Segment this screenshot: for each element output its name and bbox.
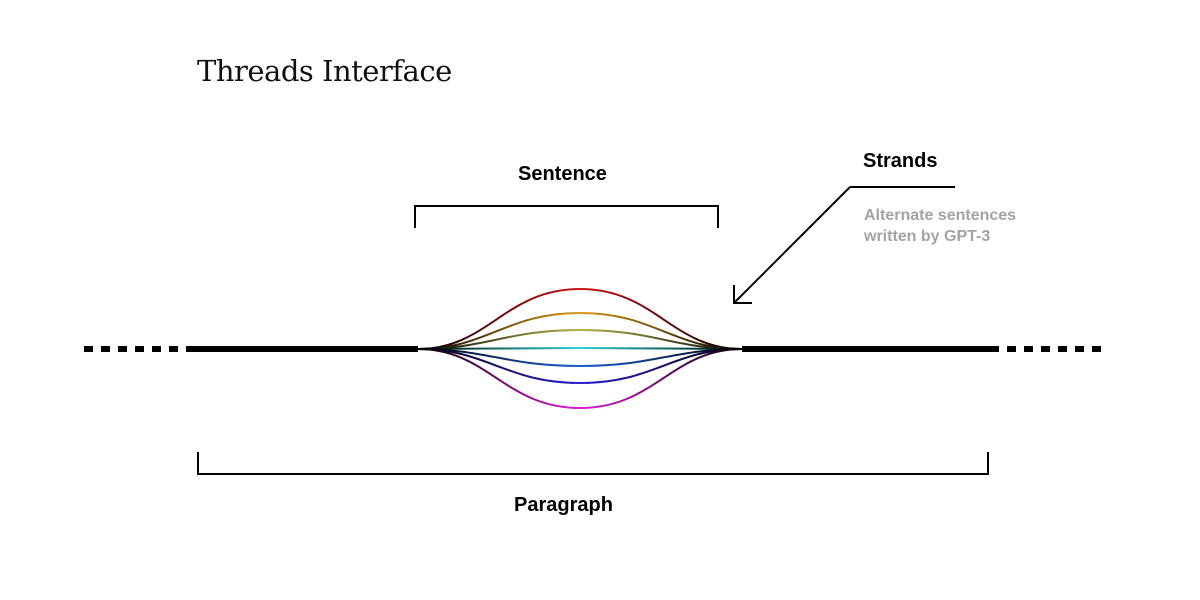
strand-olive	[417, 328, 743, 350]
strand-magenta	[417, 348, 743, 410]
strands-group	[417, 287, 743, 410]
strands-description: Alternate sentences written by GPT-3	[864, 207, 1017, 245]
paragraph-bracket	[197, 452, 989, 475]
diagram-title: Threads Interface	[197, 54, 452, 88]
strands-pointer-arrow	[733, 186, 955, 304]
sentence-label: Sentence	[518, 163, 607, 185]
strand-red	[417, 287, 743, 350]
paragraph-label: Paragraph	[514, 494, 613, 516]
strand-blue	[417, 348, 743, 368]
strand-indigo	[417, 348, 743, 385]
strands-label: Strands	[863, 150, 938, 172]
strand-orange	[417, 311, 743, 350]
sentence-bracket	[414, 205, 719, 228]
strand-cyan	[417, 346, 743, 350]
